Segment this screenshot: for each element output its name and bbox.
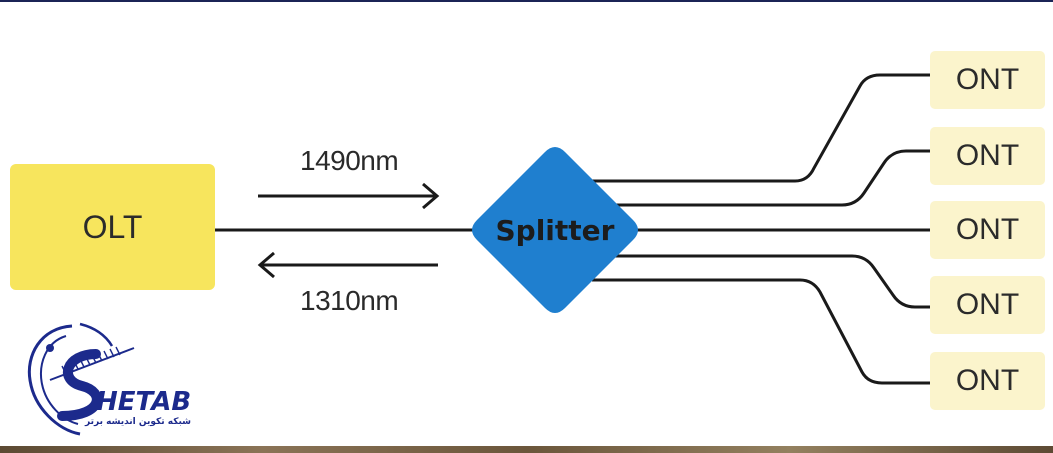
- olt-box: OLT: [10, 164, 215, 290]
- downstream-wavelength-label: 1490nm: [300, 145, 399, 176]
- top-border: [0, 0, 1053, 2]
- ont-box-2: ONT: [930, 127, 1045, 185]
- bottom-border: [0, 446, 1053, 453]
- ont-label: ONT: [955, 139, 1020, 172]
- ont-box-5: ONT: [930, 352, 1045, 410]
- ont-label: ONT: [955, 213, 1020, 246]
- upstream-arrow: [257, 251, 438, 279]
- splitter-label: Splitter: [496, 214, 615, 247]
- splitter-node: Splitter: [472, 147, 638, 313]
- ont-label: ONT: [955, 63, 1020, 96]
- svg-text:شبکه تکوین اندیشه برتر: شبکه تکوین اندیشه برتر: [84, 417, 191, 427]
- ont-box-3: ONT: [930, 201, 1045, 259]
- branch-fiber-2: [596, 149, 932, 207]
- downstream-arrow: [258, 182, 440, 210]
- ont-label: ONT: [955, 288, 1020, 321]
- branch-fiber-5: [592, 278, 932, 385]
- ont-box-4: ONT: [930, 276, 1045, 334]
- ont-label: ONT: [955, 364, 1020, 397]
- olt-label: OLT: [82, 208, 143, 245]
- upstream-wavelength-label: 1310nm: [300, 285, 399, 316]
- branch-fiber-4: [596, 254, 932, 309]
- svg-text:HETAB: HETAB: [96, 387, 191, 417]
- ont-box-1: ONT: [930, 51, 1045, 109]
- shetab-logo: HETAB شبکه تکوین اندیشه برتر: [27, 322, 191, 436]
- branch-fiber-1: [592, 73, 932, 183]
